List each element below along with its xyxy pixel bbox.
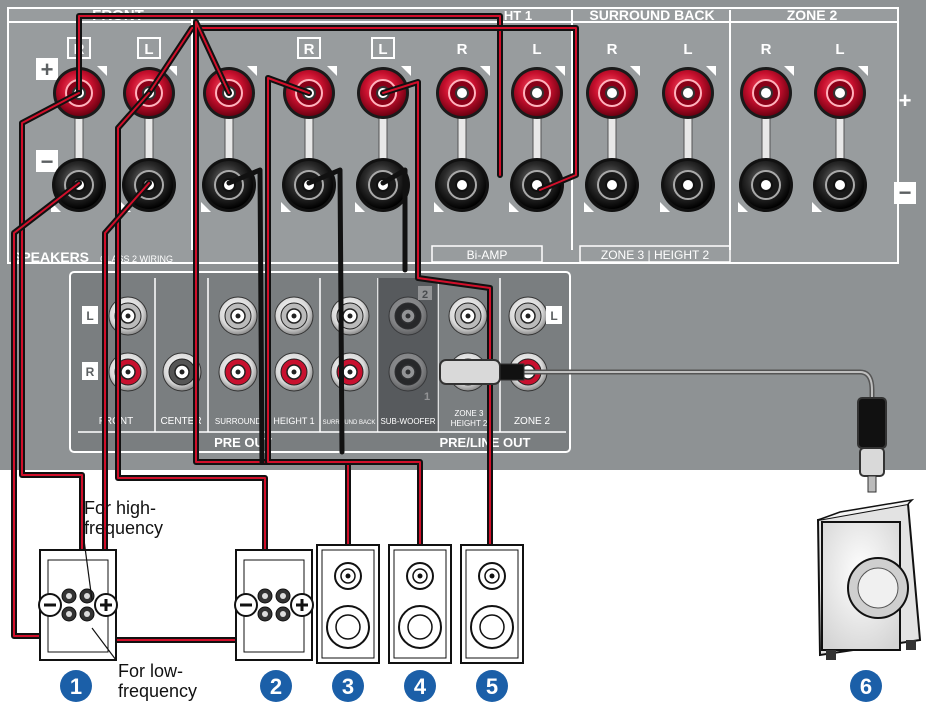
rca-jack <box>274 352 314 392</box>
number-badges: 1 2 3 4 5 6 <box>60 670 882 702</box>
section-surround-back-label: SURROUND BACK <box>589 7 714 23</box>
plus-marker-left <box>36 58 58 80</box>
terminal-letter: R <box>304 41 315 58</box>
preout-label-height1: HEIGHT 1 <box>273 416 314 426</box>
bi-amp-terminal-cluster <box>38 588 118 622</box>
preout-letter-l: L <box>86 309 93 323</box>
zone3-height2-label: ZONE 3 | HEIGHT 2 <box>601 248 710 262</box>
preout-label-height2: HEIGHT 2 <box>451 419 488 428</box>
rca-jack <box>330 352 370 392</box>
high-frequency-label-line2: frequency <box>84 518 163 538</box>
rca-jack <box>218 352 258 392</box>
class2-wiring-label: CLASS 2 WIRING <box>100 254 173 264</box>
minus-sign-left: − <box>41 149 54 174</box>
preout-letter-far-l: L <box>550 309 557 323</box>
rca-jack <box>508 296 548 336</box>
rca-jack <box>218 296 258 336</box>
positive-terminal <box>511 66 565 119</box>
terminal-letter: L <box>532 41 541 58</box>
badge-number: 1 <box>70 674 82 699</box>
section-zone2-label: ZONE 2 <box>787 7 838 23</box>
rca-jack <box>108 296 148 336</box>
negative-terminal <box>434 158 489 212</box>
badge-number: 6 <box>860 674 872 699</box>
negative-terminal <box>584 158 639 212</box>
preout-label-zone3: ZONE 3 <box>455 409 484 418</box>
rca-jack <box>162 352 202 392</box>
negative-terminal <box>660 158 715 212</box>
pre-out-group-label: PRE OUT <box>214 435 272 450</box>
rca-jack <box>330 296 370 336</box>
terminal-letter: L <box>378 41 387 58</box>
terminal-letter: L <box>144 41 153 58</box>
subwoofer <box>816 498 922 660</box>
bi-amp-terminal-cluster <box>234 588 314 622</box>
low-frequency-label-line2: frequency <box>118 681 197 701</box>
number-badge: 6 <box>850 670 882 702</box>
preout-label-center: CENTER <box>160 416 201 427</box>
pre-line-out-group-label: PRE/LINE OUT <box>439 435 530 450</box>
subwoofer-cable <box>439 359 887 493</box>
positive-terminal <box>814 66 868 119</box>
terminal-letter: L <box>683 41 692 58</box>
minus-marker-left <box>36 150 58 172</box>
negative-terminal <box>738 158 793 212</box>
preout-label-subwoofer: SUB-WOOFER <box>380 417 435 426</box>
preout-label-zone2: ZONE 2 <box>514 416 551 427</box>
positive-terminal <box>436 66 490 119</box>
badge-number: 2 <box>270 674 282 699</box>
rca-jack <box>108 352 148 392</box>
minus-marker-right <box>894 182 916 204</box>
section-partial-label: HT 1 <box>504 8 532 23</box>
positive-terminal <box>662 66 716 119</box>
low-frequency-label-line1: For low- <box>118 661 183 681</box>
badge-number: 3 <box>342 674 354 699</box>
badge-number: 5 <box>486 674 498 699</box>
rca-jack <box>448 296 488 336</box>
terminal-letter: L <box>835 41 844 58</box>
regular-speakers <box>316 544 524 664</box>
preout-label-surround-back: SURROUND BACK <box>323 420 376 426</box>
number-badge: 1 <box>60 670 92 702</box>
speaker-terminal-block <box>7 7 899 264</box>
terminal-letter: R <box>457 41 468 58</box>
positive-terminal <box>586 66 640 119</box>
negative-terminal <box>355 158 410 212</box>
speaker-terminals <box>51 66 868 212</box>
plus-sign-left: + <box>41 57 54 82</box>
number-badge: 3 <box>332 670 364 702</box>
terminal-letter: R <box>607 41 618 58</box>
number-badge: 2 <box>260 670 292 702</box>
positive-terminal <box>740 66 794 119</box>
number-badge: 5 <box>476 670 508 702</box>
preout-letter-r: R <box>86 365 95 379</box>
bookshelf-speaker <box>388 544 452 664</box>
bi-amp-label: Bi-AMP <box>467 248 508 262</box>
terminal-letter: R <box>761 41 772 58</box>
high-frequency-label-line1: For high- <box>84 498 156 518</box>
preout-label-surround: SURROUND <box>215 417 261 426</box>
rca-jack <box>274 296 314 336</box>
minus-sign-right: − <box>899 180 912 205</box>
bi-amp-terminals <box>38 588 314 622</box>
bookshelf-speaker <box>316 544 380 664</box>
bookshelf-speaker <box>460 544 524 664</box>
negative-terminal <box>509 158 564 212</box>
number-badge: 4 <box>404 670 436 702</box>
plus-sign-right: + <box>899 88 912 113</box>
speakers-label: SPEAKERS <box>12 249 89 265</box>
negative-terminal <box>812 158 867 212</box>
badge-number: 4 <box>414 674 427 699</box>
